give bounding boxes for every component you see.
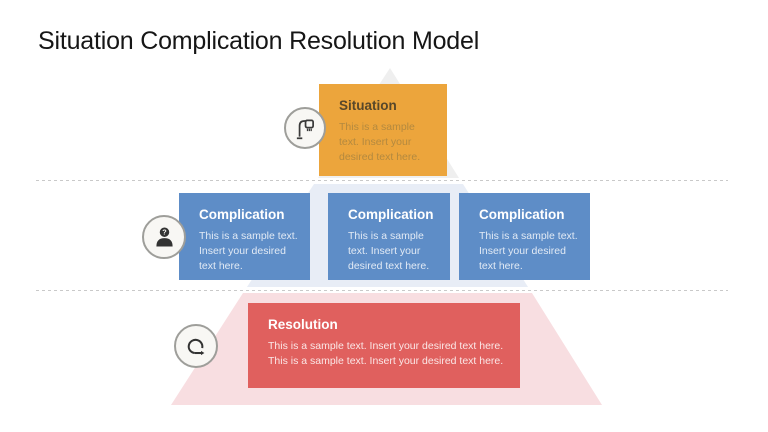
complication-heading-1: Complication bbox=[199, 207, 285, 222]
complication-heading-2: Complication bbox=[348, 207, 434, 222]
complication-box-2: Complication This is a sample text. Inse… bbox=[328, 193, 450, 280]
complication-heading-3: Complication bbox=[479, 207, 565, 222]
complication-box-3: Complication This is a sample text. Inse… bbox=[459, 193, 590, 280]
resolution-box: Resolution This is a sample text. Insert… bbox=[248, 303, 520, 388]
slide-title: Situation Complication Resolution Model bbox=[38, 27, 480, 55]
situation-body: This is a sample text. Insert your desir… bbox=[339, 120, 421, 163]
resolution-heading: Resolution bbox=[268, 317, 338, 332]
complication-box-1: Complication This is a sample text. Inse… bbox=[179, 193, 310, 280]
situation-heading: Situation bbox=[339, 98, 397, 113]
loop-arrow-icon bbox=[187, 338, 204, 355]
svg-text:?: ? bbox=[162, 227, 167, 236]
situation-icon-badge bbox=[284, 107, 326, 149]
lamp-post-icon bbox=[296, 119, 314, 140]
complication-body-2: This is a sample text. Insert your desir… bbox=[348, 229, 430, 272]
situation-box: Situation This is a sample text. Insert … bbox=[319, 84, 447, 176]
resolution-icon-badge bbox=[174, 324, 218, 368]
resolution-body: This is a sample text. Insert your desir… bbox=[268, 339, 504, 367]
complication-body-3: This is a sample text. Insert your desir… bbox=[479, 229, 578, 272]
person-question-icon: ? bbox=[155, 226, 173, 246]
complication-body-1: This is a sample text. Insert your desir… bbox=[199, 229, 298, 272]
complication-icon-badge: ? bbox=[142, 215, 186, 259]
